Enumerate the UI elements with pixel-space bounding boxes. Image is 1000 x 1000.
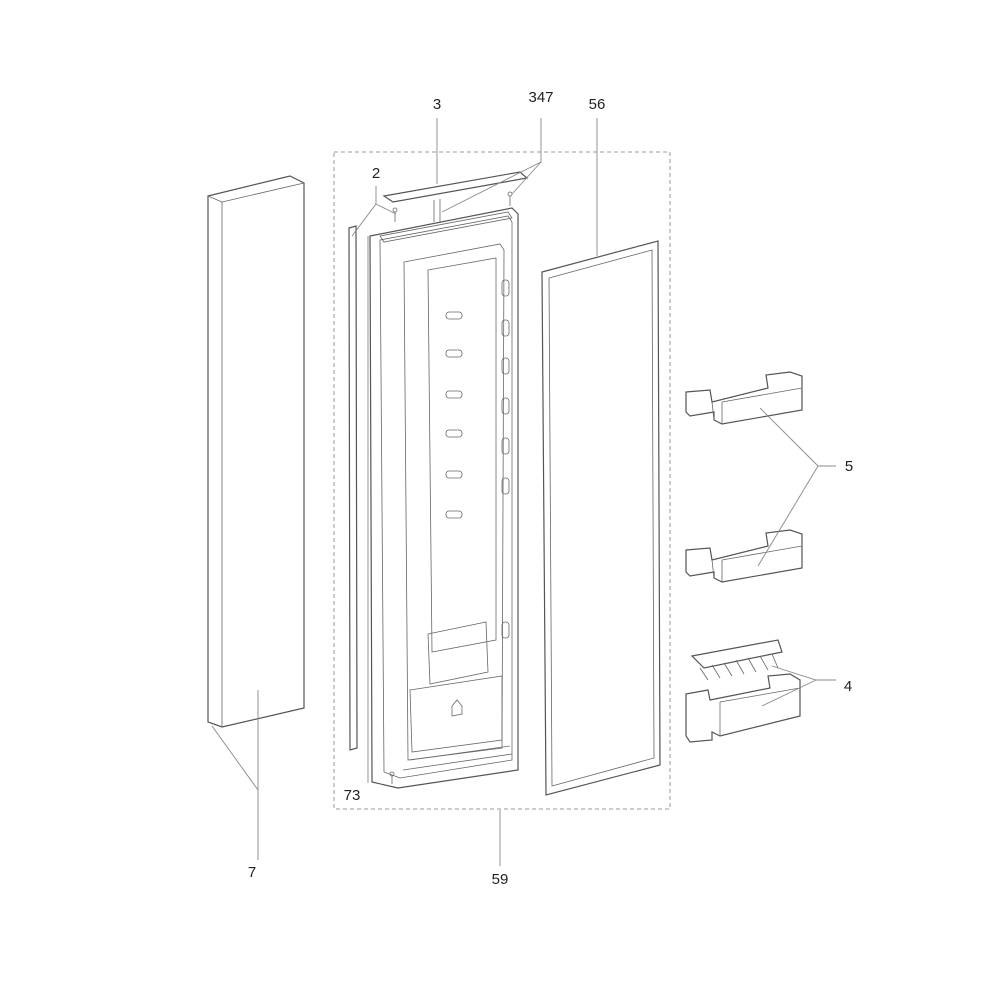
part-2-side-strip	[348, 225, 358, 751]
callout-5: 5	[845, 458, 853, 475]
part-347-screws	[389, 191, 513, 784]
callout-347: 347	[528, 89, 553, 106]
liner-slots	[445, 279, 510, 639]
part-7-door-panel	[207, 175, 305, 728]
leader-lines	[211, 118, 836, 866]
callout-2: 2	[372, 165, 380, 182]
callout-56: 56	[589, 96, 606, 113]
part-5-door-bin-upper	[685, 371, 803, 425]
callout-59: 59	[492, 871, 509, 888]
part-4-bin-with-rack	[685, 639, 801, 743]
callout-4: 4	[844, 678, 852, 695]
door-liner	[369, 207, 519, 789]
part-5-door-bin-lower	[685, 529, 803, 583]
callout-3: 3	[433, 96, 441, 113]
callout-73: 73	[344, 787, 361, 804]
assembly-boundary	[333, 151, 671, 810]
callout-7: 7	[248, 864, 256, 881]
part-56-gasket	[541, 240, 661, 796]
